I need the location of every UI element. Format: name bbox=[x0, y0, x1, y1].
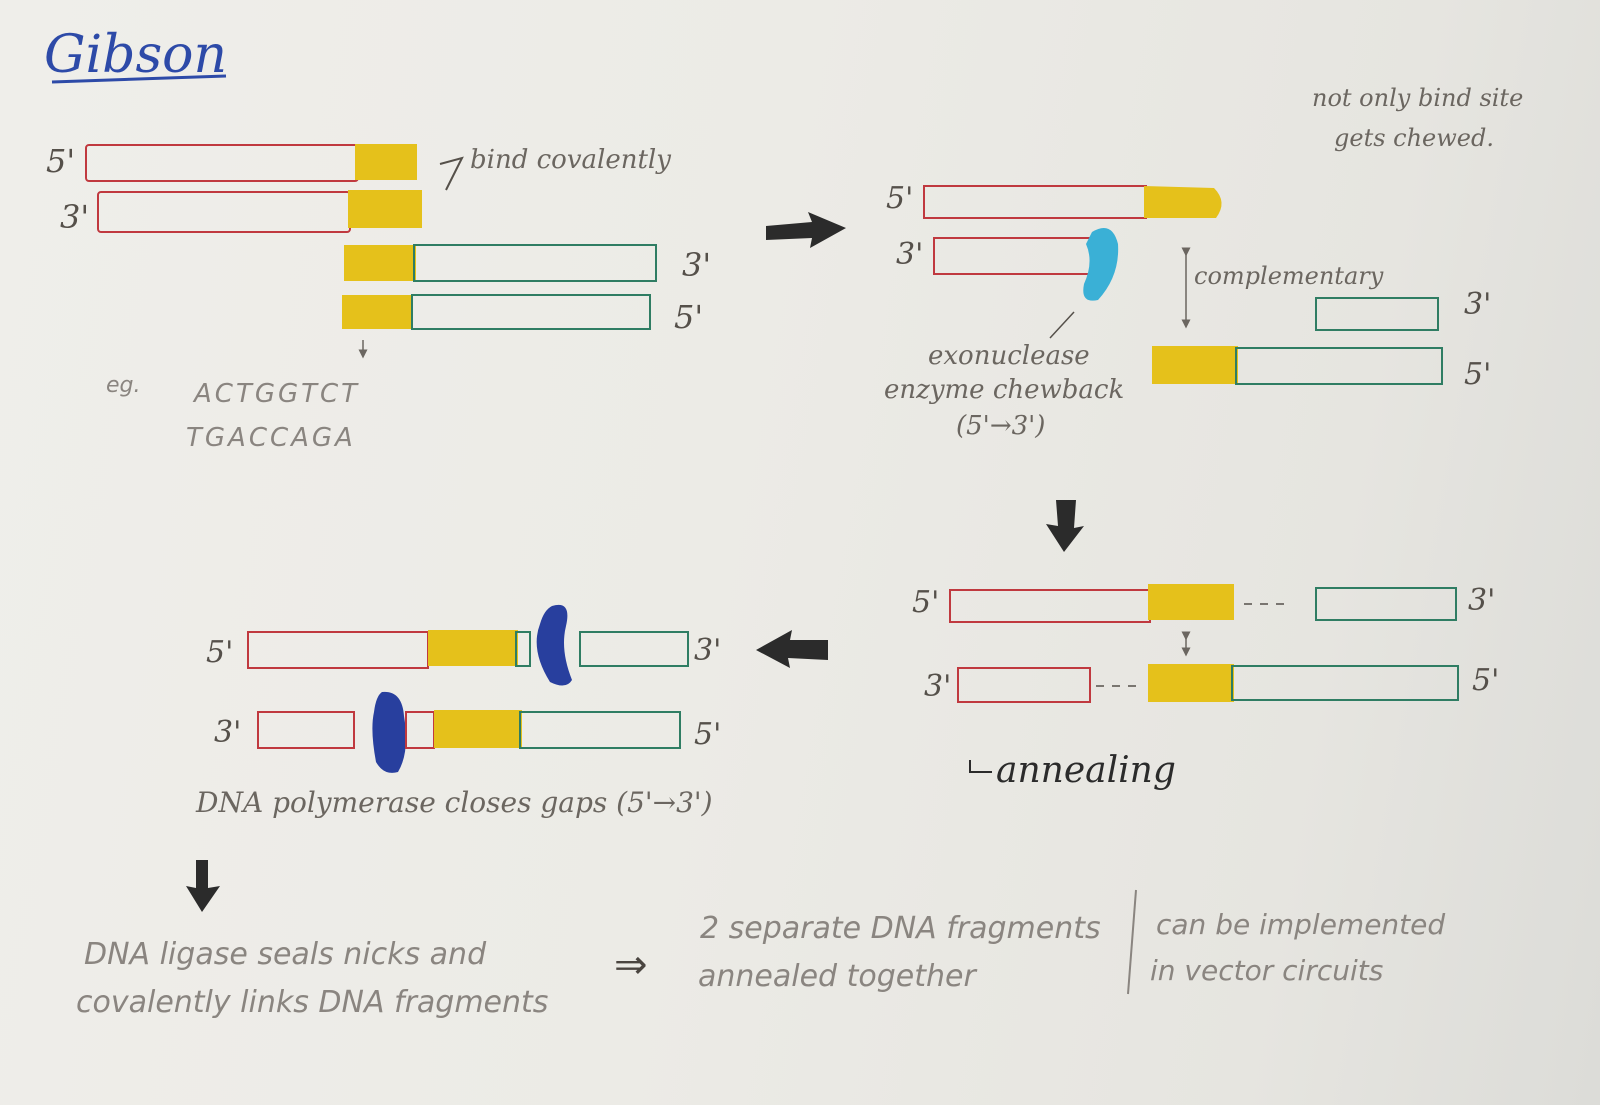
step2-label-3prime: 3' bbox=[896, 237, 923, 272]
ligase-line2: covalently links DNA fragments bbox=[76, 985, 548, 1020]
example-prefix: eg. bbox=[106, 373, 141, 398]
step4-label-3prime: 3' bbox=[214, 715, 241, 750]
enzyme-label-line1: exonuclease bbox=[928, 341, 1090, 371]
step4-label-5prime-right: 5' bbox=[694, 717, 721, 752]
polymerase-label: DNA polymerase closes gaps (5'→3') bbox=[195, 786, 713, 819]
result-line2: annealed together bbox=[698, 959, 977, 994]
arrow-left-icon bbox=[756, 630, 828, 668]
step1-label-3prime-right: 3' bbox=[682, 246, 711, 284]
step3-label-3prime: 3' bbox=[924, 669, 951, 704]
bottom-divider bbox=[1127, 889, 1137, 995]
step2-label-5prime-right: 5' bbox=[1464, 357, 1491, 392]
polymerase-bottom-icon bbox=[372, 691, 406, 773]
enzyme-label-line2: enzyme chewback bbox=[884, 375, 1124, 405]
exonuclease-icon bbox=[1083, 228, 1119, 301]
extra-line1: can be implemented bbox=[1156, 908, 1445, 941]
step2-chewback bbox=[923, 185, 1443, 385]
bind-bracket bbox=[439, 156, 464, 191]
ligase-line1: DNA ligase seals nicks and bbox=[84, 937, 487, 972]
arrow-right-icon bbox=[766, 212, 846, 248]
step2-label-3prime-right: 3' bbox=[1464, 287, 1491, 322]
enzyme-direction-label: (5'→3') bbox=[956, 411, 1045, 441]
polymerase-top-icon bbox=[536, 604, 572, 686]
arrow-down-icon-2 bbox=[186, 860, 220, 912]
step4-label-5prime: 5' bbox=[206, 635, 233, 670]
step3-label-3prime-right: 3' bbox=[1468, 583, 1495, 618]
title-underline bbox=[51, 74, 227, 84]
bind-covalently-label: bind covalently bbox=[470, 145, 671, 175]
annealing-label: annealing bbox=[996, 750, 1176, 791]
step1-fragments bbox=[85, 144, 657, 330]
step1-label-5prime-top: 5' bbox=[46, 142, 75, 180]
step3-label-5prime: 5' bbox=[912, 585, 939, 620]
step4-label-3prime-right: 3' bbox=[694, 633, 721, 668]
side-note-line1: not only bind site bbox=[1312, 84, 1523, 112]
annealing-hook-arrow bbox=[969, 760, 992, 773]
side-note-line2: gets chewed. bbox=[1334, 124, 1494, 152]
result-line1: 2 separate DNA fragments bbox=[700, 911, 1101, 946]
extra-line2: in vector circuits bbox=[1150, 954, 1383, 987]
step1-label-5prime-right: 5' bbox=[674, 298, 703, 336]
step4-polymerase bbox=[247, 604, 689, 773]
step2-label-5prime: 5' bbox=[886, 181, 913, 216]
example-seq-top: ACTGGTCT bbox=[192, 379, 360, 409]
step1-label-3prime-bottom: 3' bbox=[60, 198, 89, 236]
complementary-label: complementary bbox=[1194, 262, 1384, 290]
implies-arrow: ⇒ bbox=[614, 942, 648, 988]
arrow-down-icon bbox=[1046, 500, 1084, 552]
step3-label-5prime-right: 5' bbox=[1472, 663, 1499, 698]
step3-annealing bbox=[949, 584, 1459, 703]
page-title: Gibson bbox=[44, 25, 227, 85]
example-seq-bottom: TGACCAGA bbox=[186, 423, 356, 453]
enzyme-pointer-line bbox=[1049, 311, 1075, 339]
